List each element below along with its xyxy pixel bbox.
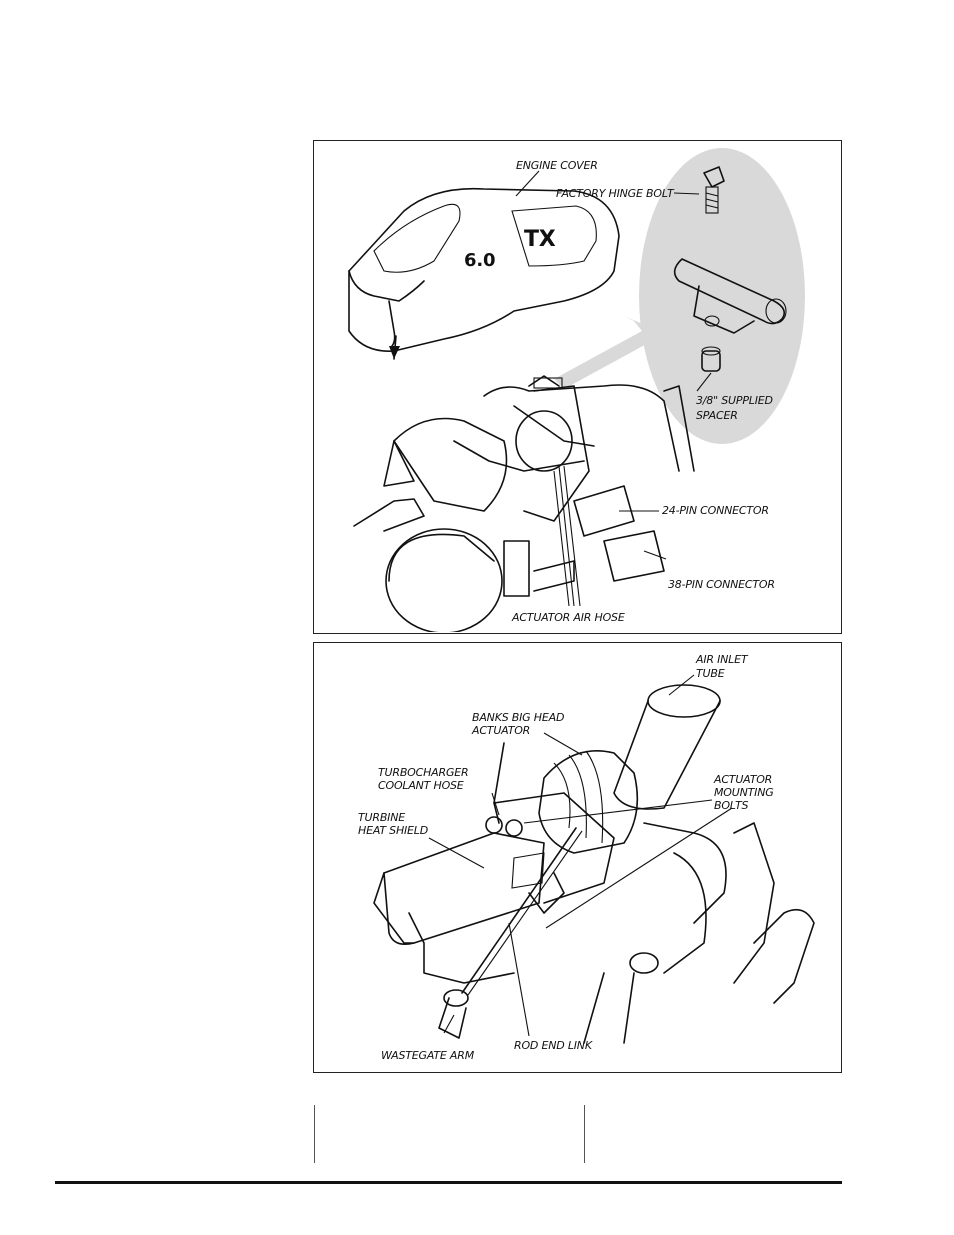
column-rule-left bbox=[314, 1105, 315, 1163]
label-coolant-1: TURBOCHARGER bbox=[378, 766, 468, 779]
figure-actuator-installation: AIR INLET TUBE BANKS BIG HEAD ACTUATOR T… bbox=[313, 642, 842, 1073]
label-mount-3: BOLTS bbox=[714, 799, 749, 812]
label-air-inlet-2: TUBE bbox=[696, 667, 725, 680]
label-banks-1: BANKS BIG HEAD bbox=[472, 711, 564, 724]
engine-assembly-drawing bbox=[354, 376, 694, 632]
engine-cover-drawing: TX 6.0 bbox=[349, 189, 619, 359]
label-mount-1: ACTUATOR bbox=[713, 773, 772, 786]
label-air-inlet-1: AIR INLET bbox=[695, 653, 749, 666]
tx-emblem: TX bbox=[524, 227, 556, 252]
label-wastegate-arm: WASTEGATE ARM bbox=[381, 1049, 475, 1062]
label-spacer-line2: SPACER bbox=[696, 409, 738, 422]
figure-engine-cover-connectors: TX 6.0 bbox=[313, 140, 842, 634]
label-coolant-2: COOLANT HOSE bbox=[378, 779, 464, 792]
label-mount-2: MOUNTING bbox=[714, 786, 774, 799]
actuator-illustration: AIR INLET TUBE BANKS BIG HEAD ACTUATOR T… bbox=[314, 643, 840, 1071]
actuator-assembly-drawing bbox=[374, 685, 814, 1043]
label-shield-2: HEAT SHIELD bbox=[358, 824, 428, 837]
engine-illustration: TX 6.0 bbox=[314, 141, 840, 632]
label-hinge-bolt: FACTORY HINGE BOLT bbox=[556, 187, 675, 200]
label-spacer-line1: 3/8" SUPPLIED bbox=[696, 394, 773, 407]
label-38-pin-connector: 38-PIN CONNECTOR bbox=[668, 578, 775, 591]
label-banks-2: ACTUATOR bbox=[471, 724, 530, 737]
displacement-emblem: 6.0 bbox=[464, 250, 495, 271]
footer-rule bbox=[55, 1181, 842, 1184]
label-shield-1: TURBINE bbox=[358, 811, 405, 824]
label-engine-cover: ENGINE COVER bbox=[516, 159, 598, 172]
callout-arrow bbox=[554, 316, 659, 389]
label-actuator-air-hose: ACTUATOR AIR HOSE bbox=[511, 611, 625, 624]
label-rod-end-link: ROD END LINK bbox=[514, 1039, 593, 1052]
column-rule-right bbox=[584, 1105, 585, 1163]
label-24-pin-connector: 24-PIN CONNECTOR bbox=[662, 504, 769, 517]
